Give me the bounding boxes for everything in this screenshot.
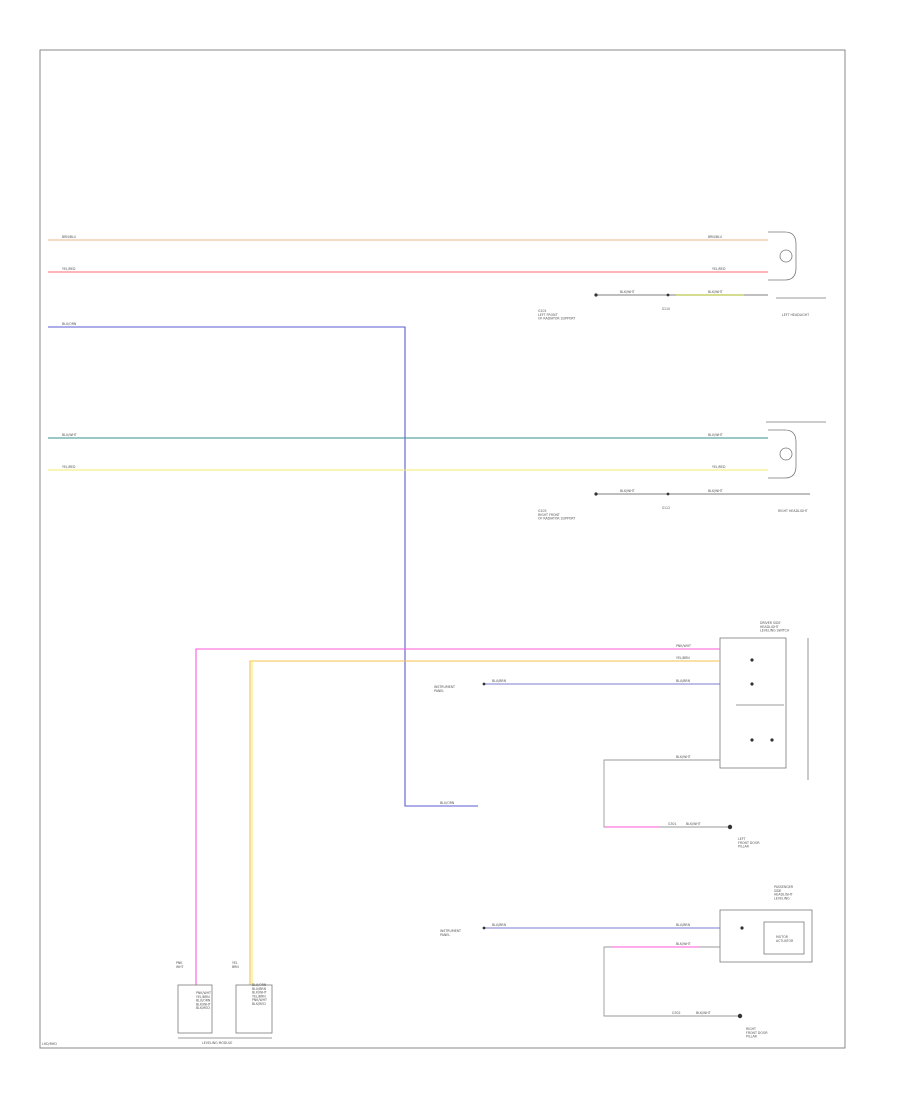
left-headlight-bulb [779,249,793,263]
right-splice-dot [666,492,670,496]
orange-wire-label: YEL/BRN [676,656,690,660]
passenger-wire-label-left: BLU/BRN [492,923,507,927]
teal-wire-label-right: BLU/WHT [708,433,723,437]
brown-wire-label-left: BRN/BLU [62,235,77,239]
passenger-motor-box [763,921,805,955]
right-headlight-circuit: BLU/WHT BLU/WHT YEL/RED YEL/RED RIGHT HE… [48,421,826,521]
left-ground-wire-label-right: BLK/WHT [708,290,723,294]
driver-switch-contact-2 [750,682,754,686]
right-headlight-symbol [768,429,797,479]
left-headlight-circuit: BRN/BLU BRN/BLU YEL/RED YEL/RED LEFT HEA… [48,231,826,321]
driver-ground-wire-label-2: BLK/WHT [686,822,701,826]
passenger-ground-terminal [737,1013,743,1019]
red-wire-label-right: YEL/RED [712,267,726,271]
driver-ground-terminal [727,824,733,830]
right-headlight-bulb [779,447,793,461]
right-headlight-name: RIGHT HEADLIGHT [778,509,808,513]
purple-wire-terminal [482,682,486,686]
module-box-right [235,984,273,1034]
red-wire-label-left: YEL/RED [62,267,76,271]
blue-wire [48,326,478,807]
left-headlight-symbol [768,231,797,281]
passenger-switch-box [719,909,813,963]
left-ground-wire-label: BLK/WHT [620,290,635,294]
yellow-wire-label-right: YEL/RED [712,465,726,469]
left-ground-terminal [594,293,598,297]
module-box-left [177,984,213,1034]
purple-wire-label-left: BLU/BRN [492,679,507,683]
driver-switch-contact-3 [750,738,754,742]
right-splice-label: S112 [662,506,670,510]
pink-wire-label: PNK/WHT [676,644,691,648]
passenger-purple-terminal [482,926,486,930]
diagram-frame [39,49,846,1049]
passenger-ground-prefix: G302 [672,1011,681,1015]
blue-wire-label-top: BLU/ORN [62,322,77,326]
page-id: LHD/RHD [42,1042,57,1046]
passenger-switch-contact [740,926,744,930]
blue-wire-label-bottom: BLU/ORN [440,801,455,805]
teal-wire-label-left: BLU/WHT [62,433,77,437]
left-splice-label: S110 [662,307,670,311]
brown-wire-label-right: BRN/BLU [708,235,723,239]
right-ground-terminal [594,492,598,496]
passenger-ground-wire-label: BLK/WHT [676,942,691,946]
purple-wire-label-right: BLU/BRN [676,679,691,683]
left-headlight-name: LEFT HEADLIGHT [782,313,809,317]
left-splice-dot [666,293,670,297]
right-ground-wire-label: BLK/WHT [620,489,635,493]
passenger-wire-label-right: BLU/BRN [676,923,691,927]
driver-ground-wire [603,759,730,828]
driver-switch-contact-1 [750,658,754,662]
module-name: LEVELING MODULE [202,1041,232,1045]
driver-ground-wire-label: BLK/WHT [676,755,691,759]
right-ground-wire-label-right: BLK/WHT [708,489,723,493]
yellow-wire-label-left: YEL/RED [62,465,76,469]
driver-switch-box [719,637,787,769]
orange-wire [249,660,720,985]
driver-switch-contact-4 [770,738,774,742]
driver-ground-prefix: G301 [668,822,677,826]
passenger-ground-wire-label-2: BLK/WHT [696,1011,711,1015]
pink-wire [195,648,720,985]
blue-feed-circuit: BLU/ORN BLU/ORN [48,322,478,807]
